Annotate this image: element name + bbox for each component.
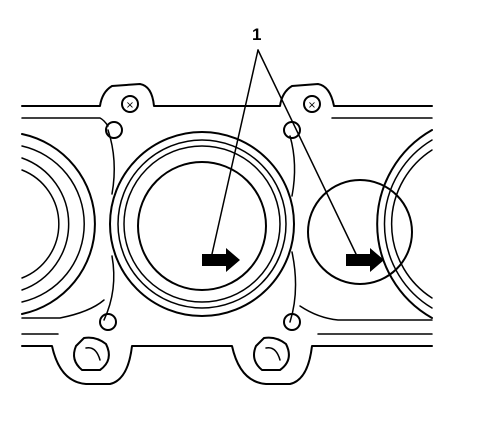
callout-leaders xyxy=(211,49,357,255)
oil-passages xyxy=(73,336,290,371)
bolt-mark-right: × xyxy=(308,100,316,111)
gasket-top-edge xyxy=(21,83,433,127)
bolt-mark-left: × xyxy=(126,100,134,111)
gasket-bottom-edge xyxy=(21,333,433,385)
direction-arrow-right xyxy=(346,248,384,272)
bolt-holes: × × xyxy=(99,95,321,331)
bore-left xyxy=(21,133,96,315)
callout-number: 1 xyxy=(252,25,261,44)
bore-right xyxy=(307,129,433,319)
direction-arrow-center xyxy=(202,248,240,272)
bore-center xyxy=(109,131,295,317)
